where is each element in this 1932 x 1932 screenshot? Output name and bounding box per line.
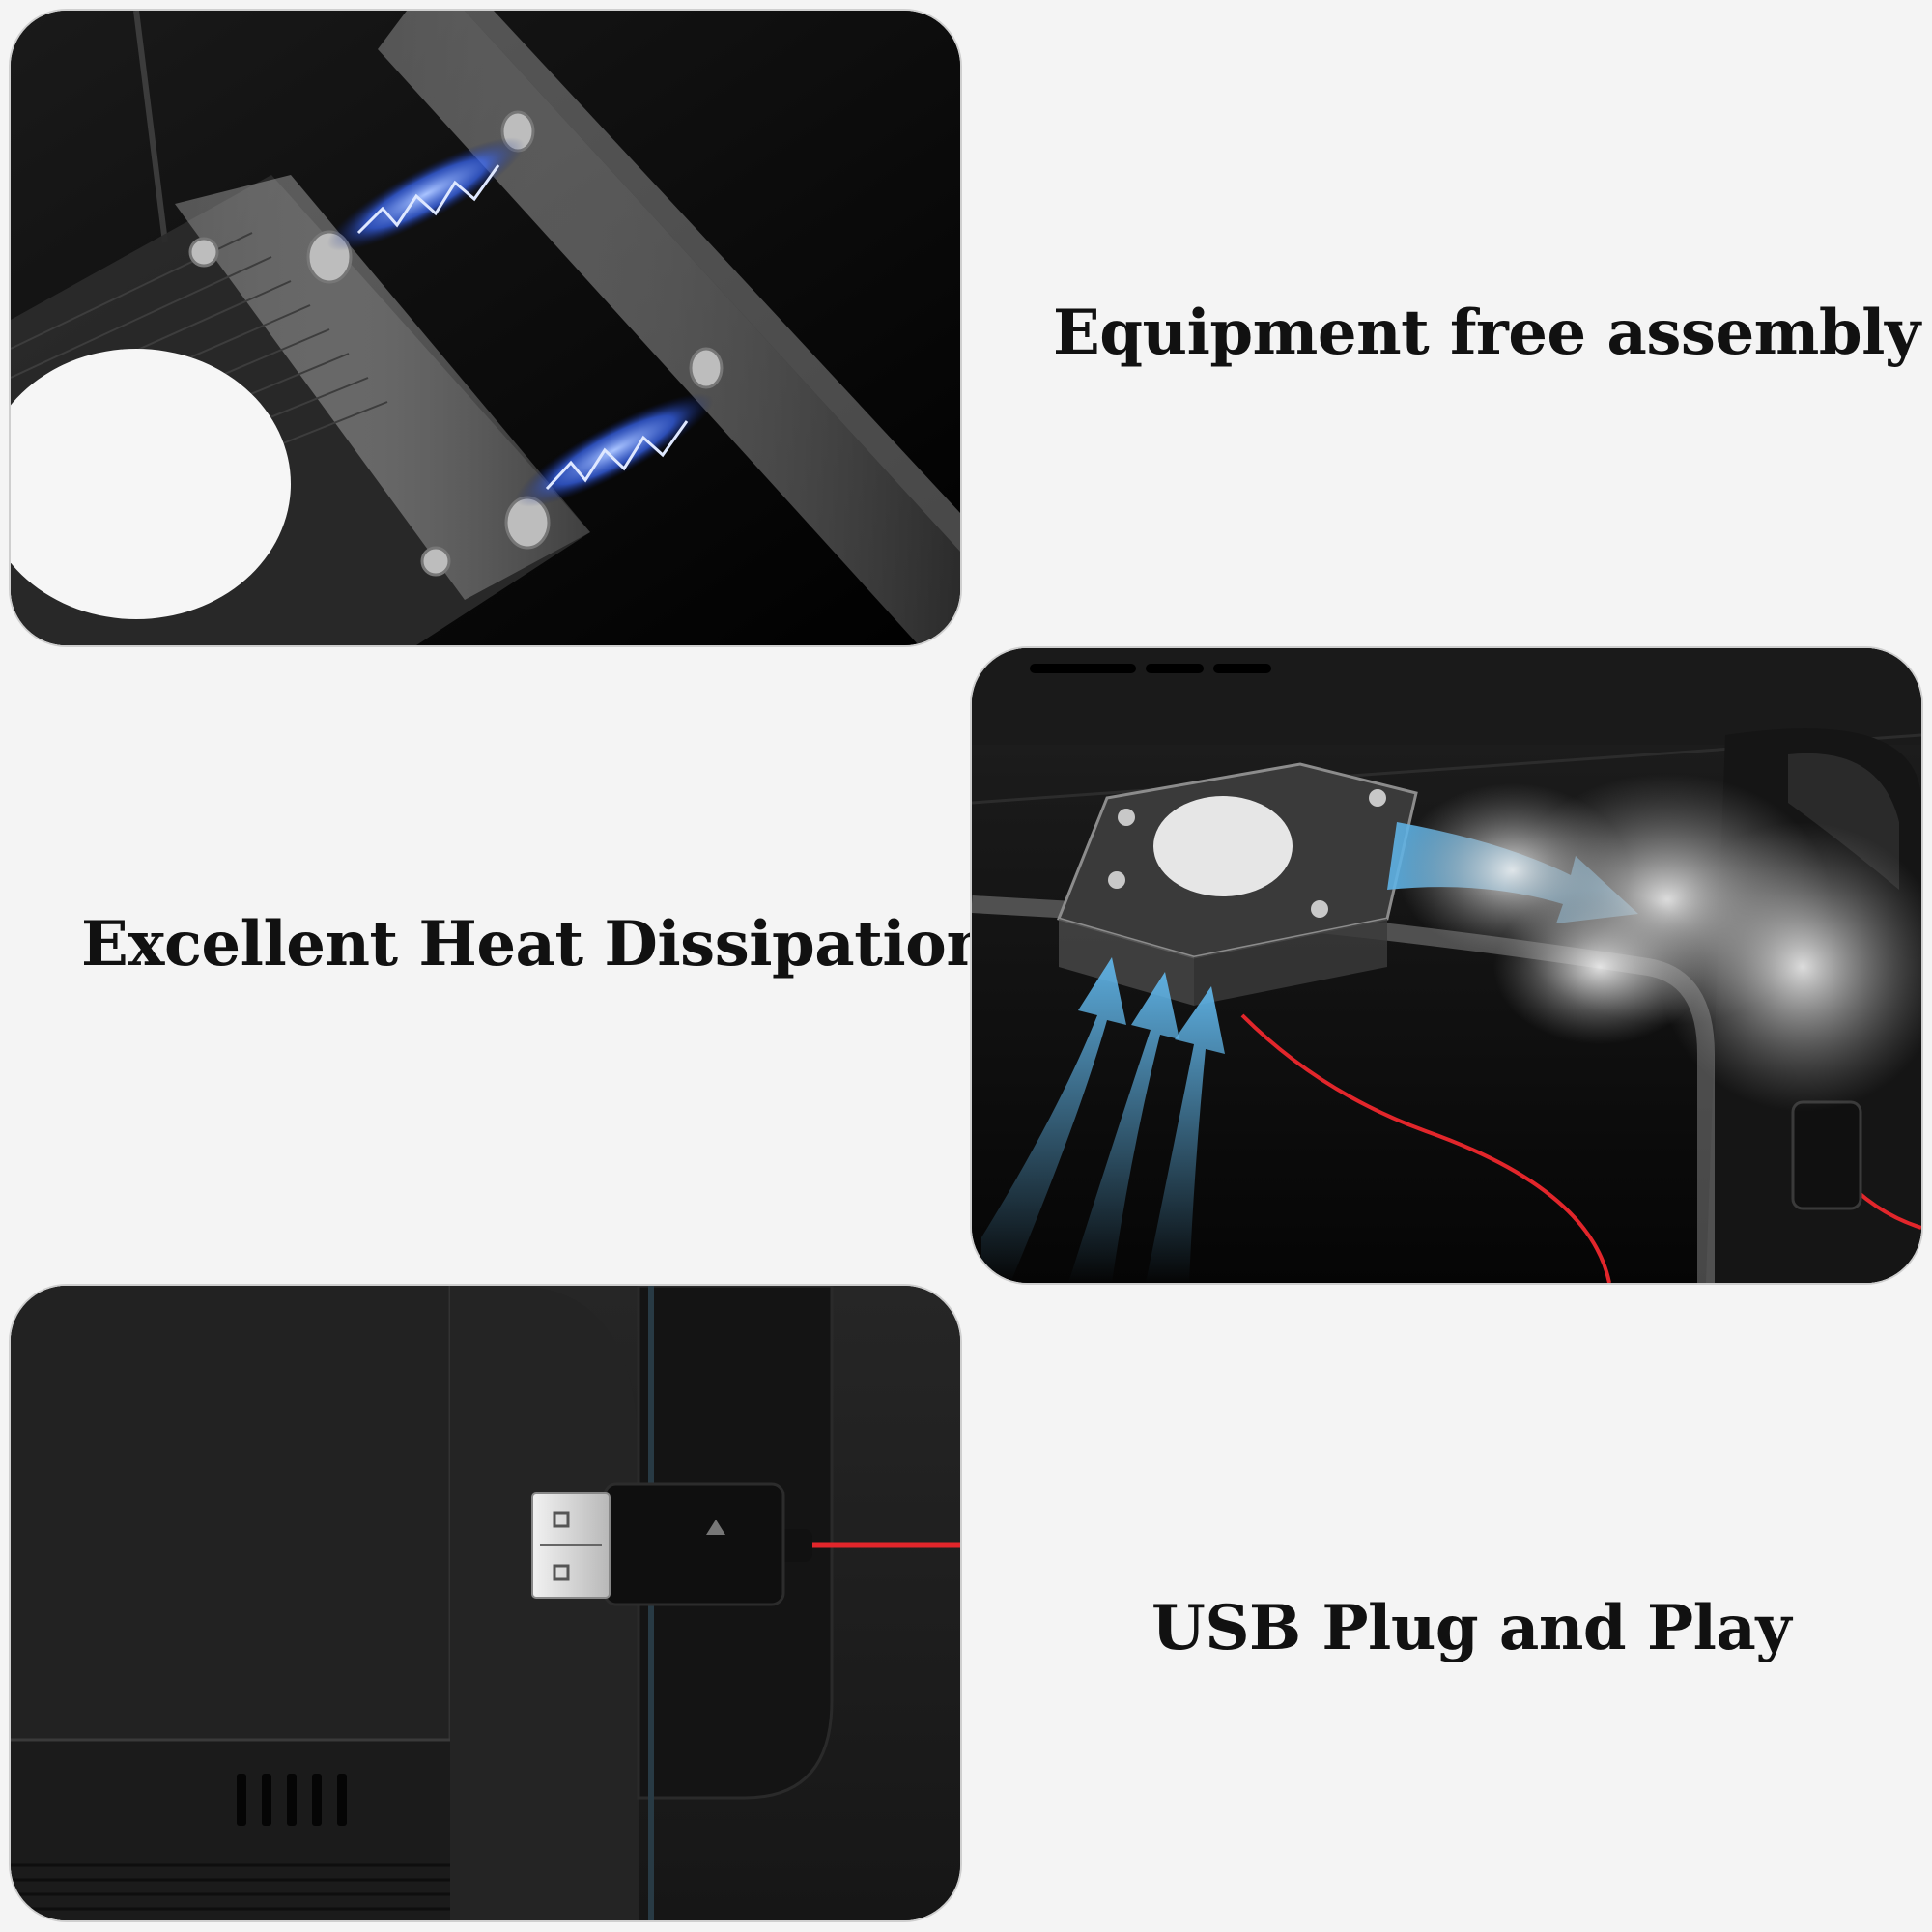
magnet-spark-icon <box>327 137 714 507</box>
assembly-photo <box>11 11 960 645</box>
caption-excellent-heat-dissipation: Excellent Heat Dissipation <box>81 908 991 980</box>
usb-plug-icon <box>531 1482 785 1606</box>
caption-equipment-free-assembly: Equipment free assembly <box>1053 297 1920 369</box>
heat-dissipation-photo <box>972 648 1921 1283</box>
steam-cloud-icon <box>1397 774 1921 1112</box>
usb-plug-photo <box>11 1286 960 1920</box>
caption-usb-plug-and-play: USB Plug and Play <box>1151 1592 1792 1664</box>
